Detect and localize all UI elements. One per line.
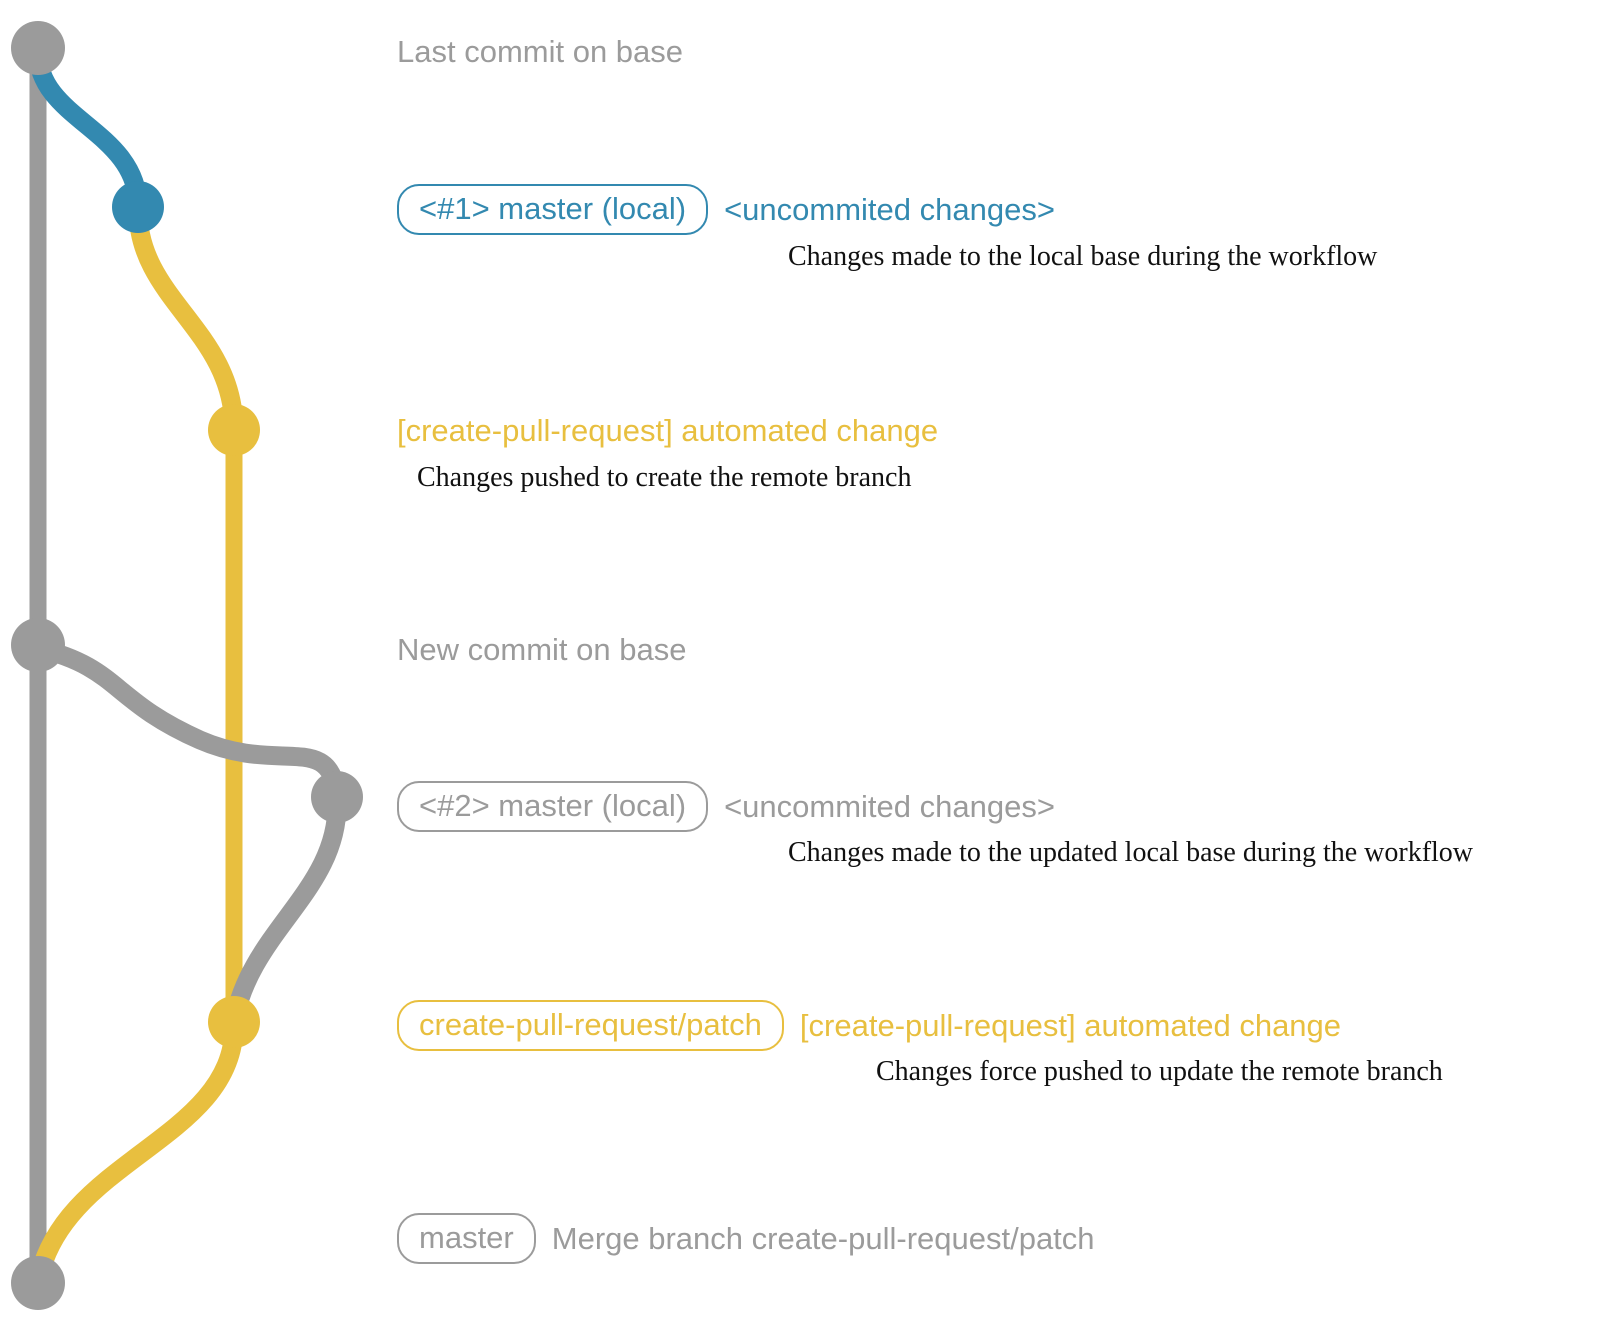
branch-line-local-1-to-patch-1 [128,200,244,440]
row-merge: master Merge branch create-pull-request/… [397,1213,1095,1264]
branch-line-patch-2-to-merge [28,1016,244,1293]
commit-node-base-new[interactable] [11,618,65,672]
description-local-1: Changes made to the local base during th… [788,241,1378,272]
branch-line-base-to-local-1 [28,42,148,217]
branch-pill-master[interactable]: master [397,1213,536,1264]
commit-message-merge: Merge branch create-pull-request/patch [551,1221,1095,1256]
label-automated-change-1: [create-pull-request] automated change [397,413,939,448]
branch-pill-local-1[interactable]: <#1> master (local) [397,184,709,235]
branch-pill-patch[interactable]: create-pull-request/patch [397,1000,784,1051]
row-local-2: <#2> master (local) <uncommited changes> [397,781,1055,832]
commit-node-base-head[interactable] [11,21,65,75]
commit-node-patch-1[interactable] [208,404,260,456]
commit-message-patch: [create-pull-request] automated change [799,1008,1342,1043]
row-patch-branch: create-pull-request/patch [create-pull-r… [397,1000,1341,1051]
branch-line-base-new-to-local-2 [28,638,347,807]
row-local-1: <#1> master (local) <uncommited changes> [397,184,1055,235]
commit-node-local-2[interactable] [311,771,363,823]
commit-node-local-1[interactable] [112,181,164,233]
description-automated-change-1: Changes pushed to create the remote bran… [417,462,912,493]
label-new-commit-on-base: New commit on base [397,632,687,667]
commit-node-merge[interactable] [11,1256,65,1310]
branch-line-local-2-to-patch-2 [224,790,347,1032]
description-patch-branch: Changes force pushed to update the remot… [876,1056,1443,1087]
commit-message-local-2: <uncommited changes> [724,789,1055,824]
commit-message-local-1: <uncommited changes> [724,192,1055,227]
description-local-2: Changes made to the updated local base d… [788,837,1474,868]
branch-pill-local-2[interactable]: <#2> master (local) [397,781,709,832]
label-last-commit-on-base: Last commit on base [397,34,684,69]
commit-node-patch-2[interactable] [208,996,260,1048]
